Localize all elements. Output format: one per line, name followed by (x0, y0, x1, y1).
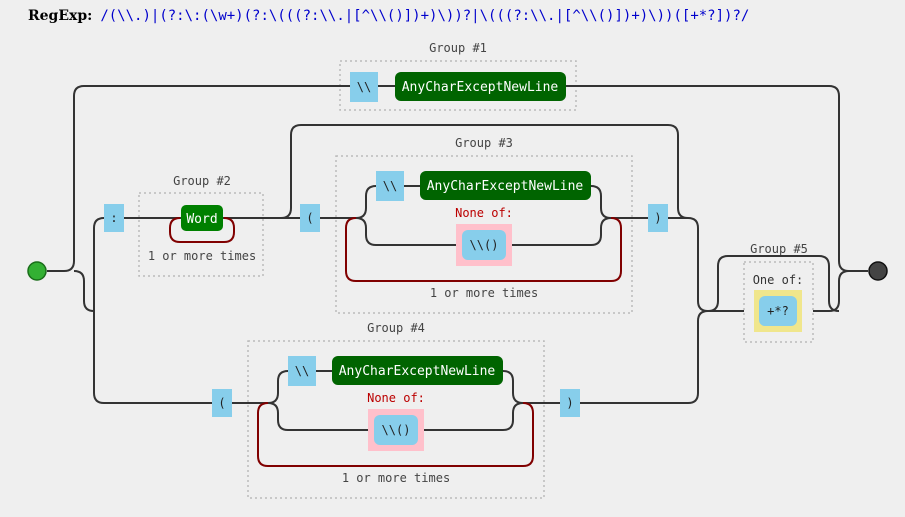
open-paren-1-text: ( (306, 211, 313, 225)
g1-anychar-text: AnyCharExceptNewLine (402, 80, 559, 95)
start-node (27, 261, 47, 281)
open-paren-2-text: ( (218, 396, 225, 410)
group-2-box (138, 192, 264, 277)
end-node (868, 261, 888, 281)
word-text: Word (186, 212, 217, 227)
g5-one-of-label: One of: (753, 273, 804, 287)
colon-text: : (110, 211, 117, 225)
open-paren-1-literal (300, 204, 320, 232)
g4-repeat-label: 1 or more times (342, 471, 450, 485)
g3-repeat-label: 1 or more times (430, 286, 538, 300)
group-5-label: Group #5 (750, 242, 808, 256)
g2-repeat-label: 1 or more times (148, 249, 256, 263)
g1-backslash-text: \\ (357, 80, 371, 94)
regex-label: RegExp: (28, 8, 93, 24)
group-2-repeat-loop (169, 217, 235, 243)
g5-chars-box (759, 296, 797, 326)
word-class (181, 205, 223, 231)
group-4-box (247, 340, 545, 499)
close-paren-2-text: ) (566, 396, 573, 410)
g3-none-of-label: None of: (455, 206, 513, 220)
group-3-box (335, 155, 633, 314)
regex-pattern: /(\\.)|(?:\:(\w+)(?:\(((?:\\.|[^\\()])+)… (100, 8, 750, 24)
g3-backslash-text: \\ (383, 179, 397, 193)
close-paren-2-literal (560, 389, 580, 417)
g3-backslash-literal (376, 171, 404, 201)
connector-wires (47, 85, 868, 431)
g4-anychar-class (332, 356, 503, 385)
regex-header: RegExp: /(\\.)|(?:\:(\w+)(?:\(((?:\\.|[^\… (28, 8, 749, 24)
g3-anychar-class (420, 171, 591, 200)
g3-negated-chars-box (462, 230, 506, 260)
g4-backslash-literal (288, 356, 316, 386)
g3-negated-chars-text: \\() (470, 238, 499, 252)
g4-none-of-label: None of: (367, 391, 425, 405)
g5-chars-text: +*? (767, 304, 789, 318)
group-4-label: Group #4 (367, 321, 425, 335)
g4-backslash-text: \\ (295, 364, 309, 378)
open-paren-2-literal (212, 389, 232, 417)
group-4-repeat-loop (257, 402, 534, 467)
g4-negated-chars-box (374, 415, 418, 445)
g1-anychar-class (395, 72, 566, 101)
g4-negated-chars-text: \\() (382, 423, 411, 437)
close-paren-1-literal (648, 204, 668, 232)
g1-backslash-literal (350, 72, 378, 102)
close-paren-1-text: ) (654, 211, 661, 225)
group-2-label: Group #2 (173, 174, 231, 188)
g4-anychar-text: AnyCharExceptNewLine (339, 364, 496, 379)
g3-anychar-text: AnyCharExceptNewLine (427, 179, 584, 194)
group-1-label: Group #1 (429, 41, 487, 55)
colon-literal (104, 204, 124, 232)
group-3-repeat-loop (345, 217, 622, 282)
group-3-label: Group #3 (455, 136, 513, 150)
